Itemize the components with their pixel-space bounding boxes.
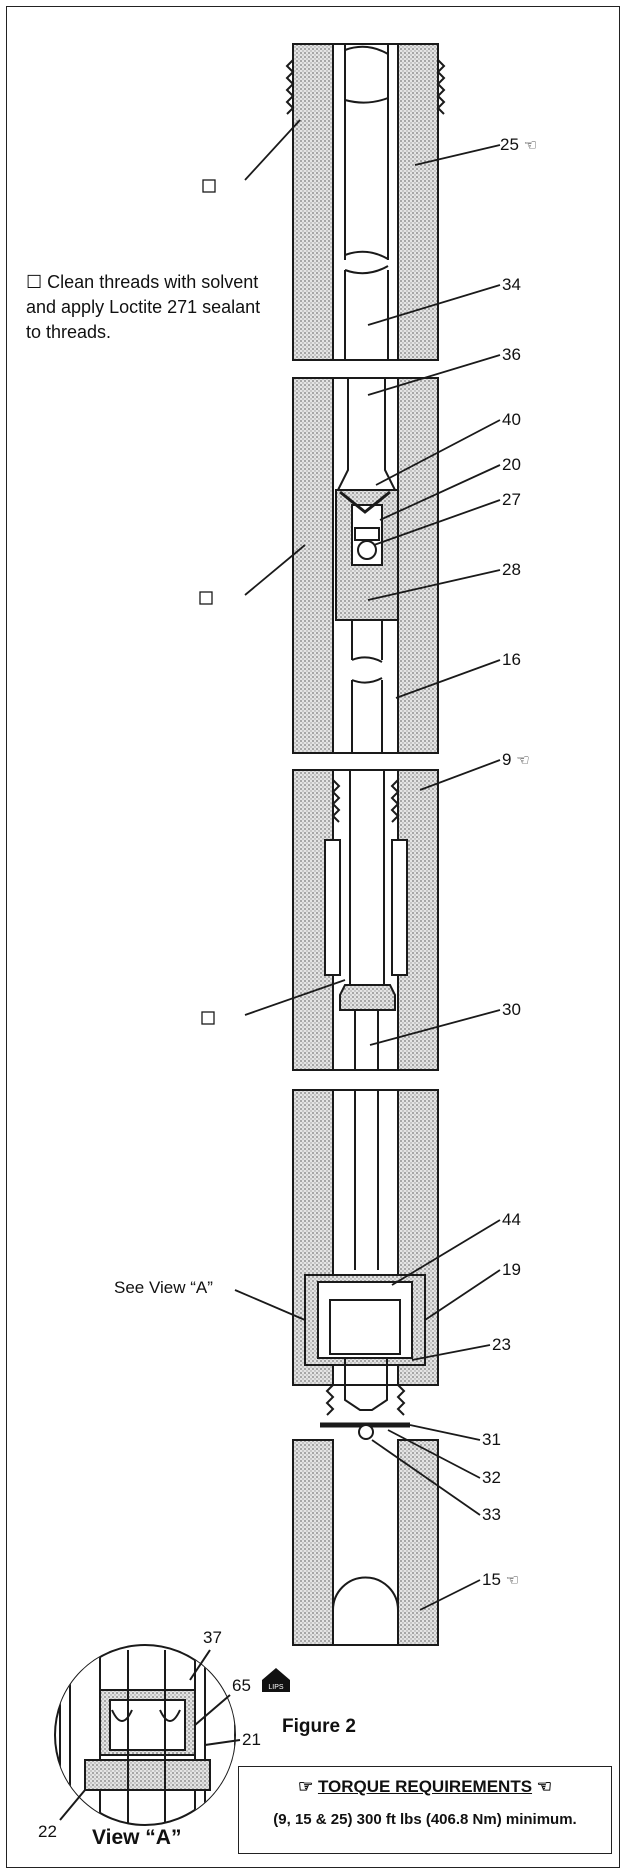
barrel-9-section bbox=[292, 769, 439, 1071]
barrel-25-section bbox=[285, 43, 446, 361]
torque-spec: (9, 15 & 25) 300 ft lbs (406.8 Nm) minim… bbox=[273, 1811, 577, 1828]
barrel-lower-section bbox=[292, 1089, 439, 1440]
callout-25: 25 ☜ bbox=[500, 135, 538, 154]
callout-33: 33 bbox=[482, 1505, 501, 1524]
sealant-note: ☐ Clean threads with solvent and apply L… bbox=[26, 270, 266, 345]
callout-44: 44 bbox=[502, 1210, 521, 1229]
figure-frame bbox=[6, 6, 620, 1868]
leader-lines bbox=[234, 119, 501, 1611]
figure-label: Figure 2 bbox=[282, 1716, 356, 1737]
view-a-label: View “A” bbox=[92, 1826, 182, 1849]
callout-15: 15 ☜ bbox=[482, 1570, 520, 1589]
note-checkbox-symbol: ☐ bbox=[26, 272, 43, 292]
lips-badge-text: LIPS bbox=[268, 1684, 284, 1691]
note-marker-1 bbox=[202, 179, 216, 193]
callout-40: 40 bbox=[502, 410, 521, 429]
callout-27: 27 bbox=[502, 490, 521, 509]
callout-31: 31 bbox=[482, 1430, 501, 1449]
callout-32: 32 bbox=[482, 1468, 501, 1487]
callout-65: 65 bbox=[232, 1676, 251, 1695]
note-text: Clean threads with solvent and apply Loc… bbox=[26, 272, 261, 342]
barrel-middle-section bbox=[292, 377, 439, 754]
callout-23: 23 bbox=[492, 1335, 511, 1354]
torque-title-text: TORQUE REQUIREMENTS bbox=[317, 1777, 533, 1796]
torque-requirements-box: ☞ TORQUE REQUIREMENTS ☜ (9, 15 & 25) 300… bbox=[238, 1766, 612, 1854]
callout-22: 22 bbox=[38, 1822, 57, 1841]
callout-30: 30 bbox=[502, 1000, 521, 1019]
note-marker-2 bbox=[199, 591, 213, 605]
barrel-15-section bbox=[292, 1439, 439, 1646]
view-a-detail bbox=[54, 1644, 241, 1826]
callout-20: 20 bbox=[502, 455, 521, 474]
callout-16: 16 bbox=[502, 650, 521, 669]
callout-37: 37 bbox=[203, 1628, 222, 1647]
lips-badge-icon: LIPS bbox=[262, 1668, 290, 1692]
pointer-left-icon: ☜ bbox=[536, 1777, 553, 1796]
callout-19: 19 bbox=[502, 1260, 521, 1279]
callout-28: 28 bbox=[502, 560, 521, 579]
see-view-a-label: See View “A” bbox=[114, 1278, 213, 1297]
torque-title: ☞ TORQUE REQUIREMENTS ☜ bbox=[239, 1777, 611, 1797]
callout-21: 21 bbox=[242, 1730, 261, 1749]
callout-34: 34 bbox=[502, 275, 521, 294]
note-marker-3 bbox=[201, 1011, 215, 1025]
callout-36: 36 bbox=[502, 345, 521, 364]
callout-9: 9 ☜ bbox=[502, 750, 530, 769]
pointer-right-icon: ☞ bbox=[297, 1777, 314, 1796]
